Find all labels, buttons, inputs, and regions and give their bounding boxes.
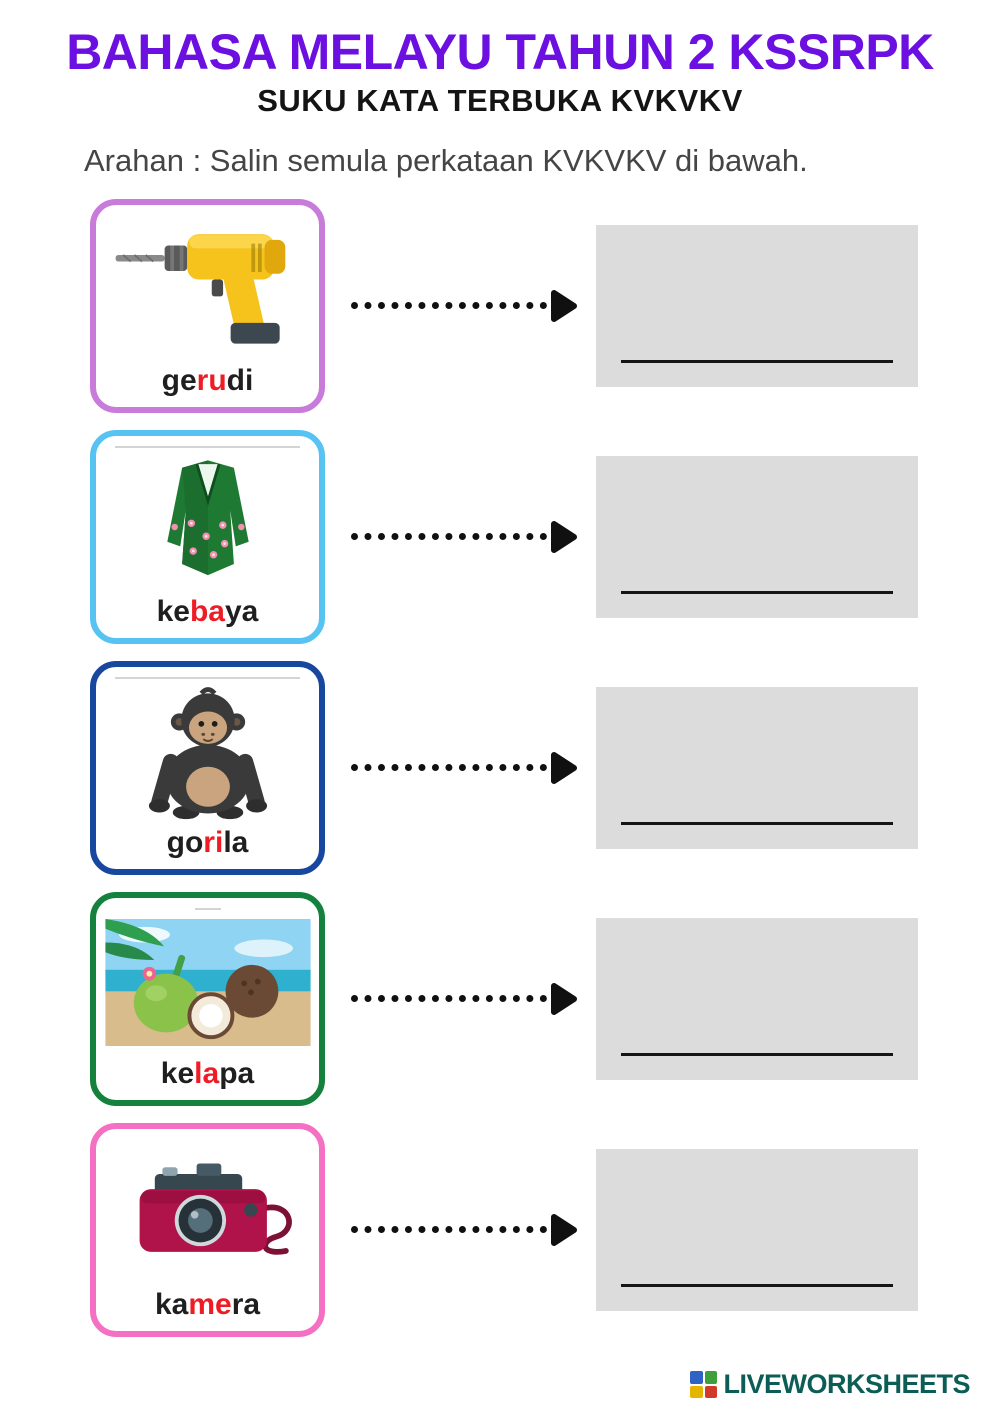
word-syllable-pre: ke [156, 595, 190, 628]
arrow-dots [351, 764, 547, 771]
word-syllable-mid: ba [189, 595, 225, 628]
liveworksheets-logo[interactable]: LIVEWORKSHEETS [690, 1369, 970, 1400]
exercise-row: kelapa [90, 888, 918, 1110]
word-syllable-pre: go [166, 826, 204, 859]
exercise-rows: gerudi [0, 195, 1000, 1341]
card-top-rule [114, 445, 301, 448]
answer-box[interactable] [596, 224, 918, 387]
coconut-image [104, 918, 311, 1046]
card-image-wrap [102, 448, 313, 594]
arrowhead-icon [549, 520, 579, 554]
word-syllable-post: di [226, 364, 254, 397]
word-syllable-mid: ru [196, 364, 227, 397]
exercise-row: kebaya [90, 426, 918, 648]
instruction-text: Arahan : Salin semula perkataan KVKVKV d… [84, 142, 808, 178]
arrow-dots [351, 533, 547, 540]
arrowhead-icon [549, 289, 579, 323]
word-syllable-pre: ka [154, 1288, 189, 1321]
arrow-dots [351, 995, 547, 1002]
gorilla-image [148, 686, 267, 819]
kebaya-image [166, 460, 249, 575]
arrowhead-icon [549, 751, 579, 785]
camera-image [139, 1163, 292, 1255]
dotted-arrow [351, 520, 579, 554]
word-syllable-mid: me [188, 1288, 232, 1321]
answer-box[interactable] [596, 686, 918, 849]
word-syllable-post: pa [219, 1057, 255, 1090]
word-syllable-mid: ri [203, 826, 224, 859]
exercise-row: kamera [90, 1119, 918, 1341]
word-syllable-pre: ge [161, 364, 197, 397]
worksheet-subtitle: SUKU KATA TERBUKA KVKVKV [257, 82, 743, 118]
arrowhead-icon [549, 1213, 579, 1247]
card-image-wrap [102, 213, 313, 363]
word-syllable-pre: ke [160, 1057, 195, 1090]
word-card: gerudi [90, 198, 325, 413]
liveworksheets-grid-icon [690, 1371, 718, 1398]
arrow-dots [351, 302, 547, 309]
answer-line [621, 590, 893, 594]
word-syllable-post: ya [225, 595, 259, 628]
word-label: kamera [155, 1288, 260, 1323]
word-syllable-post: ra [231, 1288, 261, 1321]
answer-box[interactable] [596, 1148, 918, 1311]
card-top-rule [194, 907, 221, 910]
word-card: kelapa [90, 891, 325, 1106]
arrow-dots [351, 1226, 547, 1233]
word-label: kelapa [161, 1057, 254, 1092]
word-syllable-mid: la [194, 1057, 220, 1090]
answer-box[interactable] [596, 917, 918, 1080]
answer-box[interactable] [596, 455, 918, 618]
exercise-row: gorila [90, 657, 918, 879]
answer-line [621, 359, 893, 363]
card-top-rule [114, 676, 301, 679]
exercise-row: gerudi [90, 195, 918, 417]
brand-text: LIVEWORKSHEETS [723, 1369, 970, 1399]
word-card: kebaya [90, 429, 325, 644]
word-label: kebaya [157, 595, 259, 630]
dotted-arrow [351, 982, 579, 1016]
dotted-arrow [351, 1213, 579, 1247]
answer-line [621, 1052, 893, 1056]
word-card: gorila [90, 660, 325, 875]
answer-line [621, 1283, 893, 1287]
card-image-wrap [102, 910, 313, 1056]
worksheet-header: BAHASA MELAYU TAHUN 2 KSSRPK SUKU KATA T… [0, 0, 1000, 119]
word-card: kamera [90, 1122, 325, 1337]
drill-image [115, 234, 285, 344]
answer-line [621, 821, 893, 825]
dotted-arrow [351, 289, 579, 323]
dotted-arrow [351, 751, 579, 785]
word-label: gorila [167, 826, 249, 861]
card-image-wrap [102, 1137, 313, 1287]
arrowhead-icon [549, 982, 579, 1016]
word-syllable-post: la [223, 826, 249, 859]
word-label: gerudi [162, 364, 254, 399]
worksheet-title: BAHASA MELAYU TAHUN 2 KSSRPK [66, 24, 934, 80]
card-image-wrap [102, 679, 313, 825]
